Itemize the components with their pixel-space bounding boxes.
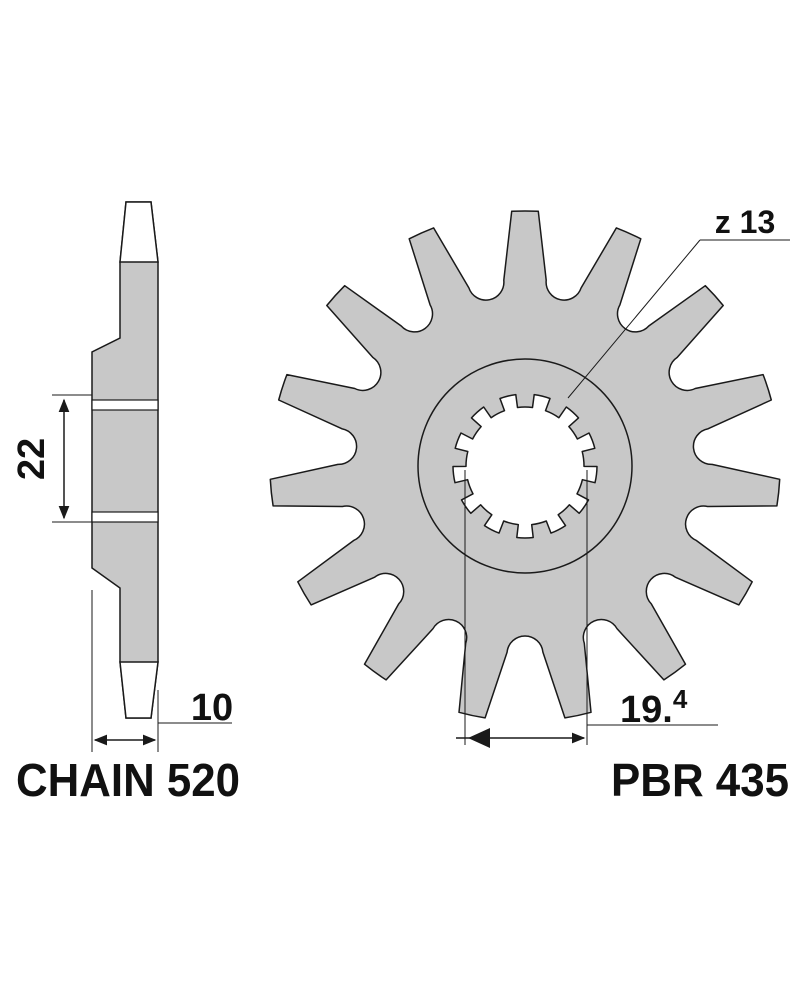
- upper-tooth-tip: [119, 201, 159, 263]
- hub-band-top: [91, 399, 159, 411]
- part-number-label: PBR 435: [611, 754, 789, 806]
- hub-width-label: 22: [11, 438, 53, 480]
- spline-dim-arrow-left: [468, 728, 490, 748]
- spline-count-label: z 13: [715, 204, 775, 240]
- spline-diameter-main: 19.: [620, 689, 673, 731]
- hub-circle: [417, 358, 633, 574]
- spline-diameter-label: 19.4: [620, 684, 688, 731]
- front-view: 19.4 z 13 PBR 435: [269, 204, 790, 806]
- lower-tooth-tip: [119, 661, 159, 719]
- side-profile-view: 22 10 CHAIN 520: [11, 201, 240, 806]
- thickness-label: 10: [191, 687, 233, 729]
- spline-count-leader: [567, 239, 701, 399]
- side-profile-body: [91, 201, 159, 719]
- chain-label: CHAIN 520: [16, 754, 240, 806]
- spline-bore: [452, 393, 598, 539]
- spline-diameter-sup: 4: [673, 684, 688, 714]
- hub-band-bottom: [91, 511, 159, 523]
